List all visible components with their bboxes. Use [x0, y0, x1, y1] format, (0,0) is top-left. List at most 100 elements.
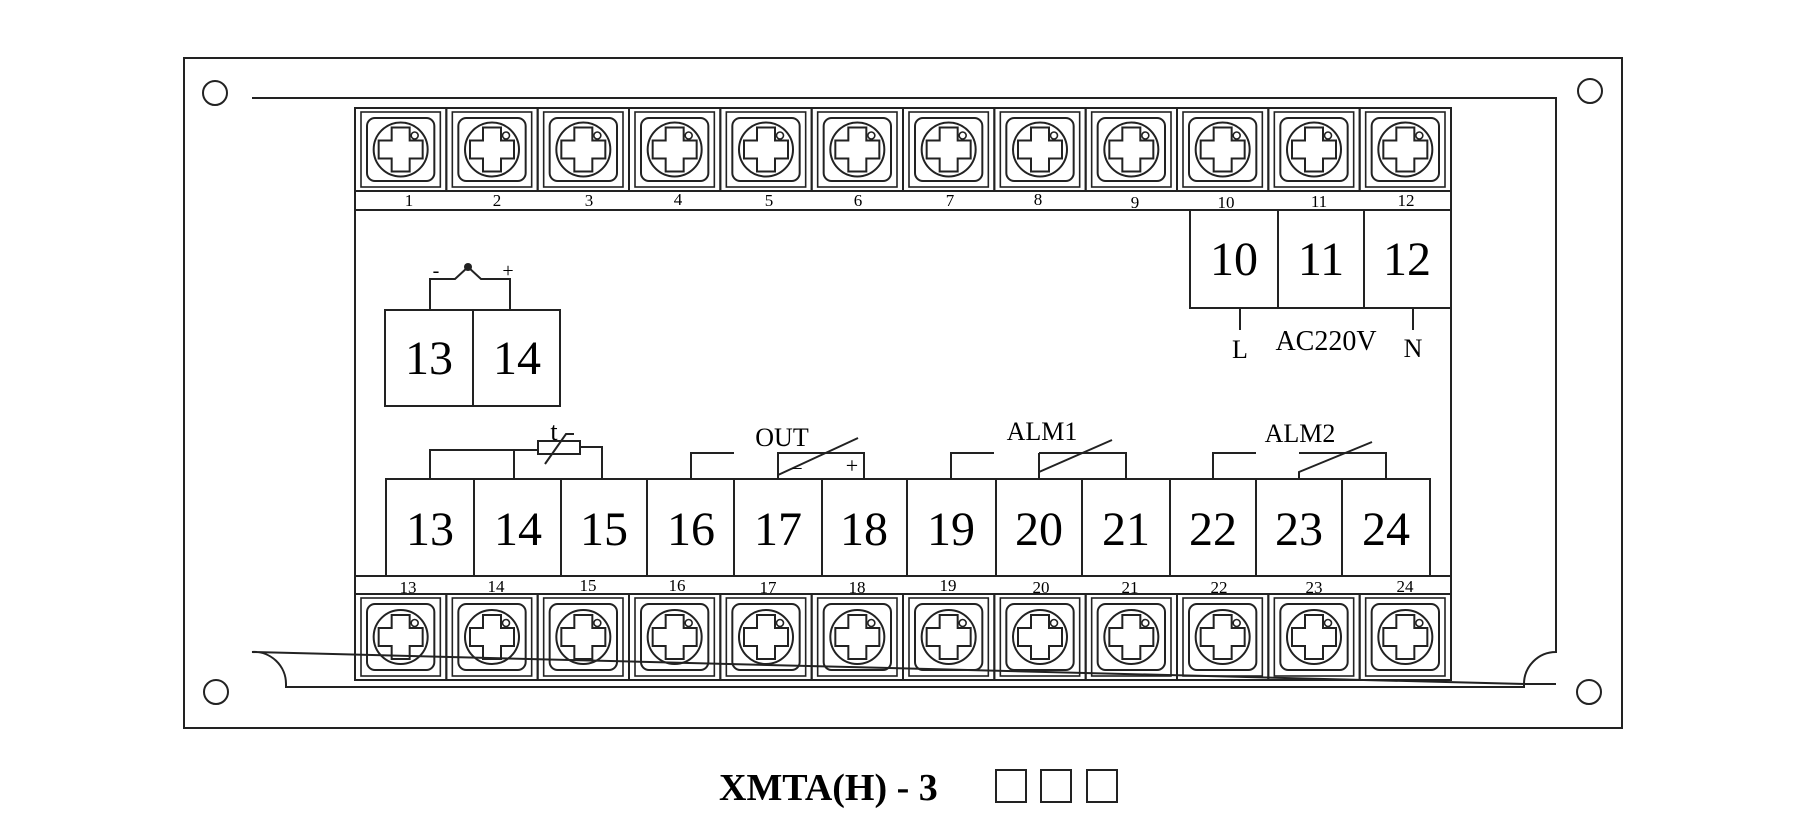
screw-cross-slot [834, 126, 881, 173]
screw-head [1103, 609, 1160, 665]
screw-terminal [445, 107, 539, 192]
screw-frame [360, 111, 442, 188]
screw-dot [1049, 131, 1059, 140]
screw-seat [1279, 117, 1349, 182]
bottom-terminal-number: 24 [1397, 577, 1415, 596]
top-terminal-number: 3 [585, 191, 594, 210]
screw-cross-slot [834, 614, 881, 660]
screw-head [1194, 609, 1251, 665]
out-minus-sign: − [791, 458, 802, 480]
top-terminal-number: 7 [946, 191, 955, 210]
thermocouple-plus: + [502, 260, 513, 282]
screw-head [829, 609, 886, 665]
screw-seat [1370, 603, 1440, 671]
screw-head [1377, 609, 1434, 665]
screw-terminal [719, 107, 813, 192]
screw-cross-slot [377, 126, 424, 173]
alarm1-wiring [950, 439, 1127, 479]
top-terminal-number: 6 [854, 191, 863, 210]
screw-cross-slot [1291, 614, 1337, 660]
screw-terminal [902, 593, 996, 681]
screw-frame [360, 597, 442, 677]
main-terminal-group: 13 14 15 16 17 18 19 20 21 22 23 24 [385, 478, 1431, 577]
screw-frame [634, 111, 716, 188]
screw-terminal [1176, 107, 1270, 192]
screw-dot [1415, 131, 1424, 140]
model-code-box [1040, 769, 1072, 803]
thermocouple-junction [464, 263, 472, 271]
screw-cross-slot [1382, 126, 1429, 173]
screw-seat [822, 117, 893, 182]
screw-terminal [1267, 107, 1361, 192]
top-terminal-number: 1 [405, 191, 414, 210]
screw-seat [548, 603, 619, 671]
inner-frame [251, 97, 1557, 688]
screw-cross-slot [743, 126, 789, 173]
rtd-resistor [537, 440, 581, 455]
screw-seat [1005, 603, 1075, 671]
screw-dot [1232, 131, 1241, 140]
screw-frame [542, 111, 624, 188]
power-terminal-group: 10 11 12 L AC220V N [1189, 209, 1452, 364]
out-label: OUT [755, 423, 809, 452]
screw-head [372, 609, 429, 665]
rtd-thermal-arrow [544, 433, 574, 465]
bottom-terminal-numbers: 13 14 15 16 17 18 19 20 21 22 23 24 [400, 576, 1415, 597]
terminal-box-number: 15 [580, 503, 628, 556]
screw-terminal [1358, 107, 1452, 192]
screw-dot [410, 618, 419, 628]
screw-cell [1358, 593, 1452, 681]
screw-cross-slot [469, 126, 515, 173]
alarm2-contact: ALM2 [1212, 419, 1387, 479]
screw-frame [816, 597, 898, 677]
alarm1-contact: ALM1 [950, 417, 1127, 479]
top-terminal-number: 8 [1034, 190, 1043, 209]
screw-seat [640, 117, 710, 182]
top-terminal-number: 4 [674, 190, 683, 209]
screw-head [1194, 121, 1251, 178]
top-screw-row [354, 107, 1452, 192]
screw-seat [1279, 603, 1349, 671]
neutral-label: N [1404, 334, 1423, 363]
screw-dot [593, 131, 602, 140]
screw-dot [684, 131, 693, 140]
thermocouple-minus: - [433, 260, 440, 282]
screw-dot [1232, 618, 1241, 628]
bottom-terminal-number: 17 [760, 578, 778, 597]
screw-seat [1005, 117, 1075, 182]
screw-dot [1141, 131, 1150, 140]
screw-head [646, 609, 703, 665]
terminal-box-number: 11 [1298, 233, 1344, 286]
model-code-boxes [995, 769, 1118, 803]
screw-dot [501, 618, 511, 628]
terminal-box-number: 18 [840, 503, 888, 556]
screw-cross-slot [560, 614, 607, 660]
screw-head [1377, 121, 1434, 178]
screw-seat [731, 603, 801, 671]
screw-cross-slot [1199, 614, 1246, 660]
screw-dot [410, 131, 419, 140]
top-terminal-number: 9 [1131, 193, 1140, 212]
screw-cross-slot [925, 614, 972, 660]
screw-seat [1188, 603, 1258, 671]
screw-frame [451, 597, 533, 677]
out-contact: OUT − + [690, 423, 865, 480]
bottom-terminal-number: 22 [1211, 578, 1228, 597]
screw-terminal [628, 593, 722, 681]
screw-cross-slot [1291, 126, 1337, 173]
thermocouple-symbol [429, 265, 511, 310]
out-plus-sign: + [846, 453, 858, 478]
screw-terminal [1084, 593, 1178, 681]
screw-seat [822, 603, 893, 671]
terminal-box-number: 17 [754, 503, 802, 556]
screw-head [1103, 121, 1160, 178]
screw-head [829, 121, 886, 178]
screw-cross-slot [377, 614, 424, 660]
screw-cross-slot [651, 126, 698, 173]
screw-seat [1096, 603, 1166, 671]
terminal-box-number: 19 [927, 503, 975, 556]
screw-dot [775, 618, 785, 628]
bottom-terminal-number: 18 [849, 578, 866, 597]
screw-head [920, 609, 977, 665]
